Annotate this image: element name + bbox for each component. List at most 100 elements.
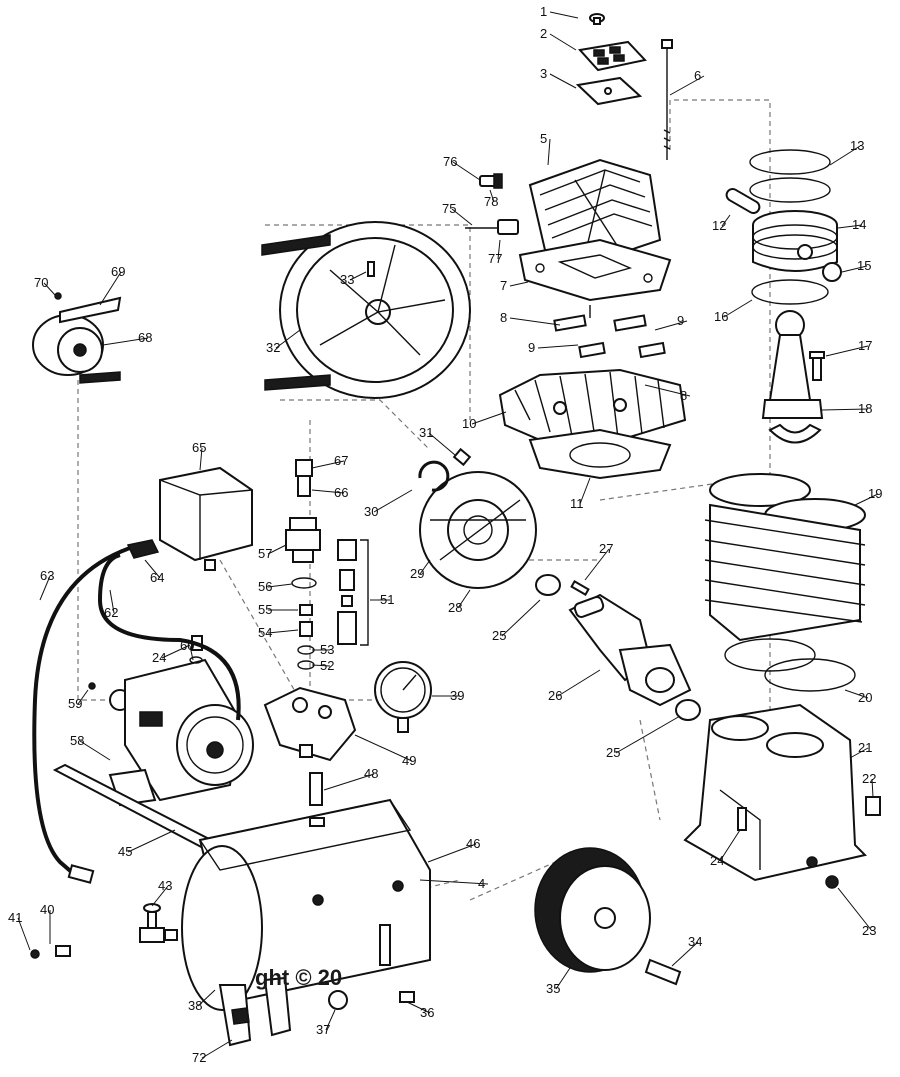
leader-line — [509, 281, 529, 287]
part-callout: 52 — [311, 658, 334, 673]
leader-line — [837, 887, 873, 932]
leader-line — [871, 778, 874, 798]
power-cord-part — [32, 546, 241, 884]
leader-line — [267, 629, 299, 634]
part-number-label: 18 — [858, 401, 872, 416]
head-gasket-part — [518, 238, 672, 302]
part-number-label: 48 — [364, 766, 378, 781]
manifold-part — [263, 686, 357, 762]
leader-line — [721, 214, 731, 227]
part-callout: 2 — [540, 26, 577, 51]
part-callout: 56 — [258, 579, 293, 594]
part-callout: 69 — [99, 264, 125, 306]
reed-valve-plate-part — [578, 40, 647, 72]
oil-fill-part — [452, 447, 472, 467]
part-number-label: 29 — [410, 566, 424, 581]
leader-line — [654, 320, 688, 331]
leader-line — [77, 689, 89, 705]
leader-line — [99, 271, 122, 306]
part-callout: 68 — [102, 330, 152, 346]
head-fittings — [465, 173, 519, 235]
part-number-label: 46 — [466, 836, 480, 851]
part-number-label: 22 — [862, 771, 876, 786]
leader-line — [102, 337, 149, 346]
leader-line — [579, 477, 591, 505]
part-number-label: 27 — [599, 541, 613, 556]
part-callout: 17 — [825, 338, 872, 357]
part-number-label: 24 — [710, 853, 724, 868]
part-number-label: 13 — [850, 138, 864, 153]
part-number-label: 16 — [714, 309, 728, 324]
leader-line — [821, 408, 869, 411]
leader-line — [419, 559, 431, 575]
part-number-label: 62 — [104, 605, 118, 620]
part-number-label: 39 — [450, 688, 464, 703]
part-callout: 8 — [500, 310, 561, 326]
part-callout: 7 — [500, 278, 529, 293]
leader-line — [17, 917, 31, 951]
cap-screw-part — [589, 13, 605, 25]
part-number-label: 8 — [500, 310, 507, 325]
part-number-label: 7 — [500, 278, 507, 293]
leader-line — [197, 989, 216, 1007]
leader-line — [419, 879, 489, 885]
part-number-label: 58 — [70, 733, 84, 748]
part-number-label: 70 — [34, 275, 48, 290]
bearings-part — [535, 574, 701, 721]
part-callout: 54 — [258, 625, 299, 640]
part-number-label: 2 — [540, 26, 547, 41]
part-callout: 48 — [323, 766, 378, 791]
part-number-label: 26 — [548, 688, 562, 703]
part-callout: 63 — [39, 568, 54, 601]
leader-line — [267, 583, 293, 588]
part-number-label: 53 — [320, 642, 334, 657]
electric-motor-part — [108, 658, 254, 807]
part-callout: 64 — [144, 559, 164, 585]
leader-line — [723, 299, 753, 318]
part-callout: 6 — [669, 68, 705, 96]
part-number-label: 40 — [40, 902, 54, 917]
part-number-label: 24 — [152, 650, 166, 665]
part-number-label: 33 — [340, 272, 354, 287]
leader-line — [669, 75, 705, 96]
part-callout: 25 — [492, 599, 541, 643]
pipe-nipple-part — [309, 772, 323, 806]
breather-plug-part — [825, 796, 881, 889]
leader-line — [547, 138, 551, 166]
part-callout: 4 — [419, 876, 489, 891]
part-number-label: 9 — [528, 340, 535, 355]
part-number-label: 25 — [492, 628, 506, 643]
safety-valve-part — [337, 539, 369, 646]
part-callout: 34 — [671, 934, 702, 967]
part-number-label: 28 — [448, 600, 462, 615]
part-number-label: 14 — [852, 217, 866, 232]
leader-line — [644, 384, 691, 397]
part-number-label: 31 — [419, 425, 433, 440]
leader-line — [275, 329, 301, 349]
part-callout: 32 — [266, 329, 301, 355]
cylinder-part — [704, 473, 866, 642]
part-callout: 35 — [546, 967, 571, 996]
pressure-switch-part — [159, 466, 253, 571]
leader-line — [829, 145, 861, 166]
part-number-label: 69 — [111, 264, 125, 279]
flywheel-part — [261, 221, 471, 399]
part-number-label: 6 — [694, 68, 701, 83]
bearing-cover-part — [419, 471, 537, 589]
leader-line — [549, 33, 577, 51]
part-callout: 33 — [340, 271, 367, 287]
part-callout: 30 — [364, 489, 413, 519]
leader-line — [854, 493, 879, 506]
leader-line — [79, 740, 111, 761]
part-callout: 25 — [606, 715, 681, 760]
part-number-label: 63 — [40, 568, 54, 583]
leader-line — [323, 773, 375, 791]
part-callout: 18 — [821, 401, 872, 416]
leader-line — [311, 664, 331, 667]
part-callout: 16 — [714, 299, 753, 324]
part-callout: 57 — [258, 544, 287, 561]
wheel-part — [534, 847, 651, 973]
leader-line — [325, 1009, 336, 1031]
leader-line — [451, 208, 473, 226]
part-number-label: 8 — [680, 388, 687, 403]
